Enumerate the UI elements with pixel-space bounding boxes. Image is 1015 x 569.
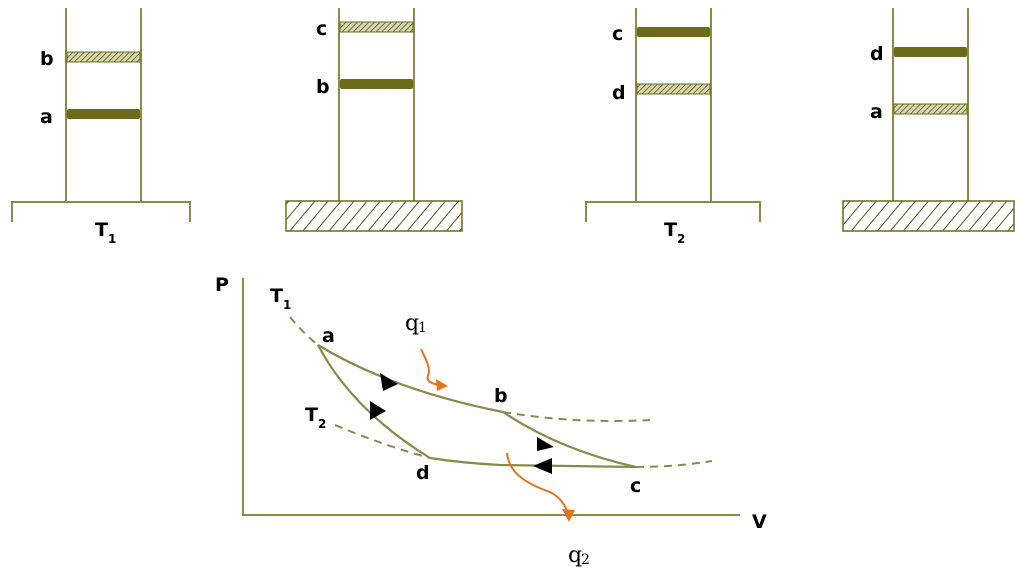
isotherm-hot-subscript: 1 <box>283 298 291 312</box>
heat-in-arrowhead <box>436 379 448 391</box>
reservoir-label: T <box>95 219 108 241</box>
cylinder-panel-2: c b <box>285 8 463 232</box>
cylinder-panel-3: c d T 2 <box>585 8 761 246</box>
heat-reservoir <box>11 201 191 222</box>
isotherm-hot-dashed-start <box>289 316 319 346</box>
piston-label-top: c <box>612 23 623 45</box>
reservoir-subscript: 2 <box>677 232 685 246</box>
process-b-c-adiabatic <box>502 411 637 469</box>
piston-label-bottom: a <box>870 101 883 123</box>
point-label-d: d <box>416 462 430 484</box>
piston-hatched <box>636 83 711 95</box>
heat-out-subscript: 2 <box>581 552 590 568</box>
point-label-a: a <box>322 325 335 347</box>
isotherm-hot-label: T <box>270 285 283 307</box>
heat-in-subscript: 1 <box>418 320 427 336</box>
y-axis-label: P <box>215 274 229 296</box>
heat-out-arrow <box>506 452 568 513</box>
process-c-d-isothermal <box>429 456 637 469</box>
isotherm-cold-subscript: 2 <box>318 417 326 431</box>
piston-hatched <box>339 21 414 33</box>
insulating-base <box>285 200 463 232</box>
pv-axes <box>242 278 740 516</box>
piston-label-top: c <box>316 18 327 40</box>
piston-label-bottom: d <box>612 82 626 104</box>
piston-label-top: b <box>40 48 54 70</box>
arrowhead-a-b <box>380 373 398 391</box>
cylinder-panel-4: d a <box>842 8 1015 232</box>
piston-hatched <box>66 51 141 63</box>
process-a-b-isothermal <box>317 344 504 414</box>
reservoir-subscript: 1 <box>108 232 116 246</box>
heat-out-label: q <box>568 543 582 568</box>
point-label-c: c <box>630 475 641 497</box>
heat-reservoir <box>585 201 761 222</box>
isotherm-cold-dashed-end <box>635 460 713 468</box>
heat-out-arrowhead <box>562 509 575 522</box>
piston-solid <box>67 109 140 119</box>
piston-solid <box>340 79 413 89</box>
pv-diagram: P V T 1 T 2 a b c d q 1 q <box>215 274 767 568</box>
x-axis-label: V <box>752 511 767 533</box>
piston-label-bottom: b <box>316 76 330 98</box>
isotherm-hot-dashed-end <box>502 411 651 422</box>
piston-hatched <box>893 103 968 115</box>
heat-in-arrow <box>420 348 441 386</box>
point-label-b: b <box>494 385 508 407</box>
reservoir-label: T <box>664 219 677 241</box>
cylinder-panel-1: b a T 1 <box>11 8 191 246</box>
piston-solid <box>894 47 967 57</box>
arrowhead-b-c <box>537 437 554 451</box>
isotherm-cold-label: T <box>305 404 318 426</box>
heat-in-label: q <box>405 311 419 336</box>
piston-label-bottom: a <box>40 106 53 128</box>
piston-label-top: d <box>870 43 884 65</box>
process-d-a-adiabatic <box>317 344 431 459</box>
arrowhead-d-a <box>370 401 386 420</box>
insulating-base <box>842 200 1015 232</box>
arrowhead-c-d <box>533 458 552 474</box>
piston-solid <box>637 27 710 37</box>
isotherm-cold-dashed-start <box>334 424 431 459</box>
